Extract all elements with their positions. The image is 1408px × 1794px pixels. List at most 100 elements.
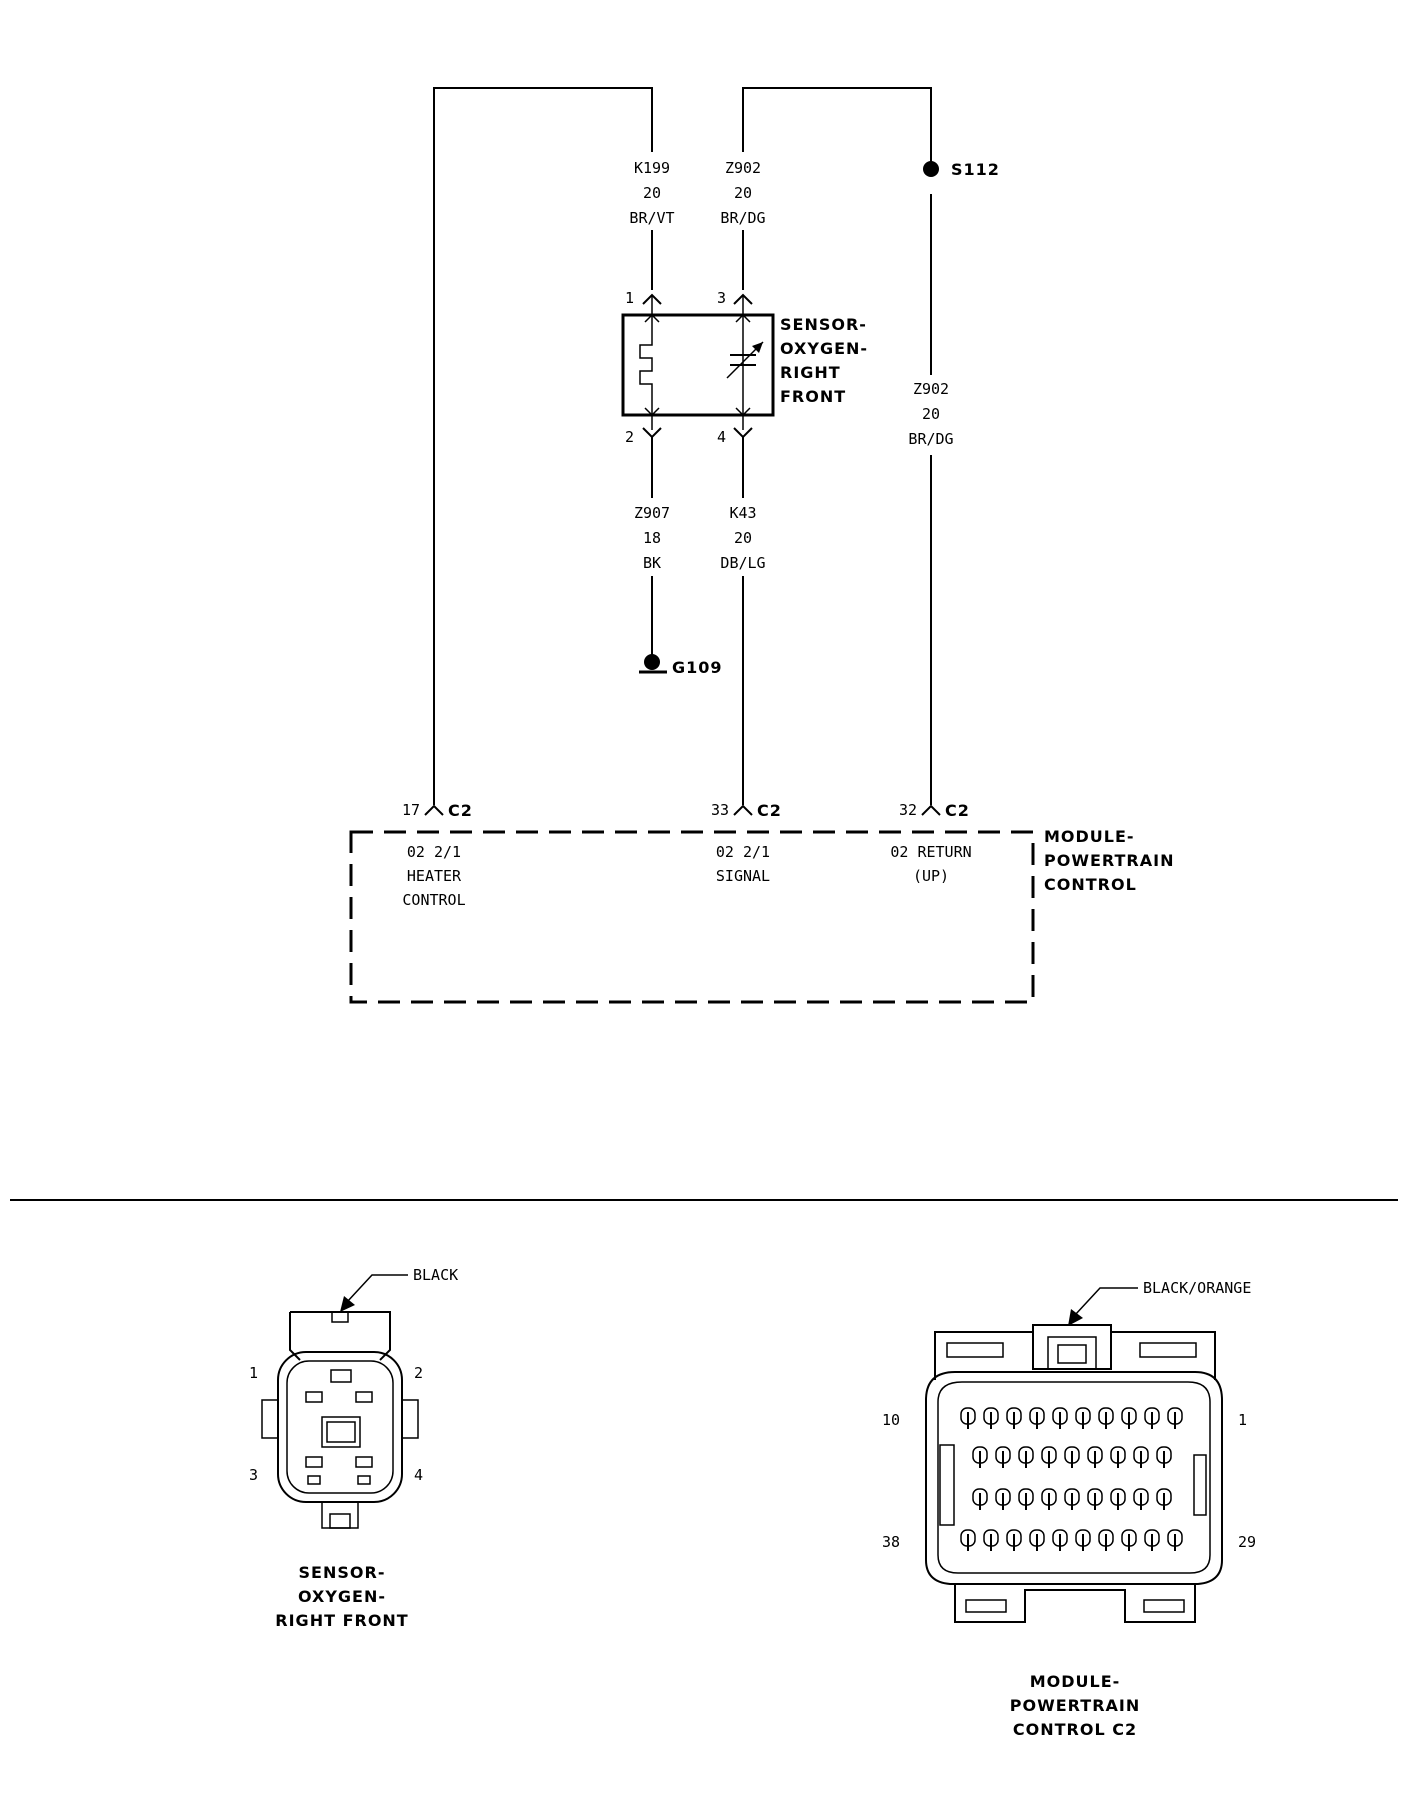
pcm-c2-connector-view: BLACK/ORANGE 10 1 38 29 MODULE- POWERTRA… — [882, 1279, 1256, 1739]
pcm-pin-33-line-2: SIGNAL — [716, 867, 770, 885]
sensor-view-pin-3: 3 — [249, 1466, 258, 1484]
pcm-pin-33-line-1: 02 2/1 — [716, 843, 770, 861]
wire-z902-right: Z902 20 BR/DG — [905, 194, 957, 805]
pcm-cavity-array — [960, 1407, 1183, 1552]
pcm-view-title-1: MODULE- — [1030, 1672, 1121, 1691]
wire-k43-circuit: K43 — [729, 504, 756, 522]
pcm-cavity — [1110, 1446, 1126, 1469]
pcm-cavity — [1121, 1529, 1137, 1552]
pcm-cavity — [972, 1446, 988, 1469]
pcm-cavity — [1110, 1488, 1126, 1511]
splice-label: S112 — [951, 160, 1000, 179]
sensor-view-pin-1: 1 — [249, 1364, 258, 1382]
splice-s112: S112 — [923, 160, 1000, 179]
pcm-cavity — [1144, 1407, 1160, 1430]
pcm-view-title-2: POWERTRAIN — [1010, 1696, 1140, 1715]
sensor-connector-color: BLACK — [413, 1266, 458, 1284]
pcm-pin-17-number: 17 — [402, 801, 420, 819]
wire-k199-gauge-label: 20 — [643, 184, 661, 202]
pcm-cavity — [972, 1488, 988, 1511]
wire-z902-top-circuit-label: Z902 — [725, 159, 761, 177]
pcm-cavity — [1133, 1488, 1149, 1511]
pcm-pin-17-line-3: CONTROL — [402, 891, 465, 909]
sensor-connector-view: BLACK 1 2 3 4 SENSOR- OXYGEN- RIGHT FRON… — [249, 1266, 458, 1630]
sensor-pin-2: 2 — [625, 428, 634, 446]
pcm-view-pin-29: 29 — [1238, 1533, 1256, 1551]
pcm-cavity — [1087, 1488, 1103, 1511]
pcm-view-pin-10: 10 — [882, 1411, 900, 1429]
sensor-view-title-2: OXYGEN- — [298, 1587, 386, 1606]
pcm-cavity — [1098, 1529, 1114, 1552]
pcm-pin-17-line-1: 02 2/1 — [407, 843, 461, 861]
sensor-name-line-2: OXYGEN- — [780, 339, 868, 358]
pcm-pin-33-number: 33 — [711, 801, 729, 819]
wire-z902-top-gauge-label: 20 — [734, 184, 752, 202]
pcm-pin-32-line-2: (UP) — [913, 867, 949, 885]
pcm-name-line-3: CONTROL — [1044, 875, 1137, 894]
pcm-cavity — [1144, 1529, 1160, 1552]
sensor-connector-shell — [277, 1351, 403, 1503]
pcm-name-line-1: MODULE- — [1044, 827, 1135, 846]
pcm-connector-color: BLACK/ORANGE — [1143, 1279, 1251, 1297]
sensor-pin-1: 1 — [625, 289, 634, 307]
sensor-name-line-1: SENSOR- — [780, 315, 867, 334]
pcm-view-pin-38: 38 — [882, 1533, 900, 1551]
pcm-cavity — [1075, 1529, 1091, 1552]
pcm-cavity — [1018, 1488, 1034, 1511]
pcm-cavity — [1098, 1407, 1114, 1430]
sensor-view-title-3: RIGHT FRONT — [275, 1611, 408, 1630]
pcm-connector-shell — [925, 1371, 1223, 1585]
pcm-pin-32-number: 32 — [899, 801, 917, 819]
pcm-cavity — [1156, 1488, 1172, 1511]
pcm-pin-17-connector: C2 — [448, 801, 473, 820]
pcm-name-line-2: POWERTRAIN — [1044, 851, 1174, 870]
pcm-cavity — [1041, 1488, 1057, 1511]
wire-k43-gauge: 20 — [734, 529, 752, 547]
pcm-cavity — [1052, 1529, 1068, 1552]
wire-z902-top-color-label: BR/DG — [720, 209, 765, 227]
pcm-cavity — [1006, 1407, 1022, 1430]
pcm-pin-32: 32 C2 02 RETURN (UP) — [890, 801, 971, 885]
pcm-cavity — [1133, 1446, 1149, 1469]
pcm-cavity — [983, 1407, 999, 1430]
sensor-view-title-1: SENSOR- — [299, 1563, 386, 1582]
pcm-view-pin-1: 1 — [1238, 1411, 1247, 1429]
pcm-module-box — [349, 830, 1035, 1004]
pcm-cavity — [1167, 1529, 1183, 1552]
pcm-cavity — [960, 1529, 976, 1552]
pcm-pin-32-connector: C2 — [945, 801, 970, 820]
pcm-cavity — [1156, 1446, 1172, 1469]
pcm-pin-32-line-1: 02 RETURN — [890, 843, 971, 861]
sensor-view-pin-2: 2 — [414, 1364, 423, 1382]
pcm-cavity — [995, 1488, 1011, 1511]
pcm-cavity — [1006, 1529, 1022, 1552]
sensor-view-pin-4: 4 — [414, 1466, 423, 1484]
wire-z907-circuit-label: Z907 — [634, 504, 670, 522]
pcm-cavity — [1075, 1407, 1091, 1430]
pcm-cavity — [1041, 1446, 1057, 1469]
sensor-name-line-3: RIGHT — [780, 363, 841, 382]
pcm-cavity — [960, 1407, 976, 1430]
pcm-cavity — [1167, 1407, 1183, 1430]
sensor-name-line-4: FRONT — [780, 387, 846, 406]
pcm-pin-33: 33 C2 02 2/1 SIGNAL — [711, 801, 782, 885]
pcm-cavity — [995, 1446, 1011, 1469]
wire-k199-color-label: BR/VT — [629, 209, 674, 227]
pcm-view-title-3: CONTROL C2 — [1013, 1720, 1137, 1739]
pcm-cavity — [1064, 1488, 1080, 1511]
pcm-pin-33-connector: C2 — [757, 801, 782, 820]
pcm-cavity — [1029, 1529, 1045, 1552]
pcm-cavity — [1087, 1446, 1103, 1469]
wire-z902-right-color: BR/DG — [908, 430, 953, 448]
wire-z907-gauge-label: 18 — [643, 529, 661, 547]
oxygen-sensor-symbol: 1 3 2 4 SENSOR- OXYGEN- RIGHT FRONT — [621, 289, 868, 446]
wire-z902-right-gauge: 20 — [922, 405, 940, 423]
ground-g109: G109 — [639, 654, 722, 677]
pcm-pin-17: 17 C2 02 2/1 HEATER CONTROL — [402, 801, 473, 909]
wire-z907-color-label: BK — [643, 554, 661, 572]
sensor-pin-4: 4 — [717, 428, 726, 446]
pcm-cavity — [1018, 1446, 1034, 1469]
pcm-pin-17-line-2: HEATER — [407, 867, 462, 885]
pcm-cavity — [1064, 1446, 1080, 1469]
